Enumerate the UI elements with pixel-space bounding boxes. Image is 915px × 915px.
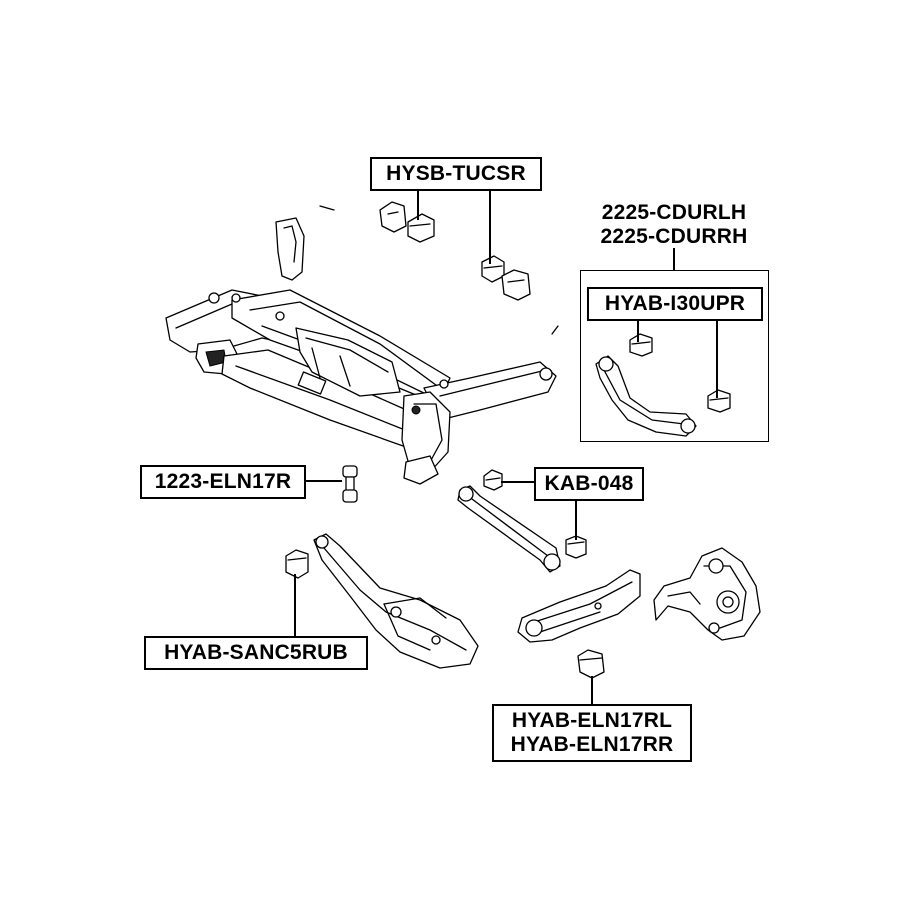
part-label-cdurrh[interactable]: 2225-CDURRH [600, 225, 748, 248]
part-label-cdurlh[interactable]: 2225-CDURLH [601, 201, 747, 224]
stabilizer-link-drawing [342, 465, 358, 503]
leader-lines [294, 186, 718, 704]
part-label-hysb-tucsr[interactable]: HYSB-TUCSR [370, 157, 542, 191]
part-label-eln17rl[interactable]: HYAB-ELN17RL [511, 709, 673, 732]
upper-arm-drawing [595, 333, 731, 437]
part-label-1223-eln17r[interactable]: 1223-ELN17R [140, 465, 306, 499]
part-label-kab-048[interactable]: KAB-048 [534, 467, 644, 501]
knuckle-drawing [653, 547, 761, 641]
upper-arm-group-frame [580, 270, 769, 442]
lateral-arm-drawing [457, 469, 587, 573]
rear-lower-arm-drawing [517, 569, 641, 679]
lower-control-arm-drawing [285, 533, 479, 669]
part-label-hyab-eln17rl-rr[interactable]: HYAB-ELN17RL HYAB-ELN17RR [492, 704, 692, 762]
part-label-2225-cdur[interactable]: 2225-CDURLH 2225-CDURRH [585, 201, 763, 249]
part-label-hyab-i30upr[interactable]: HYAB-I30UPR [587, 287, 763, 321]
part-label-hyab-sanc5rub[interactable]: HYAB-SANC5RUB [144, 636, 368, 670]
part-label-eln17rr[interactable]: HYAB-ELN17RR [510, 733, 674, 756]
stabilizer-bar-drawing [312, 204, 559, 336]
rear-subframe-drawing [165, 217, 557, 485]
stabilizer-bushing-drawing [379, 201, 531, 301]
